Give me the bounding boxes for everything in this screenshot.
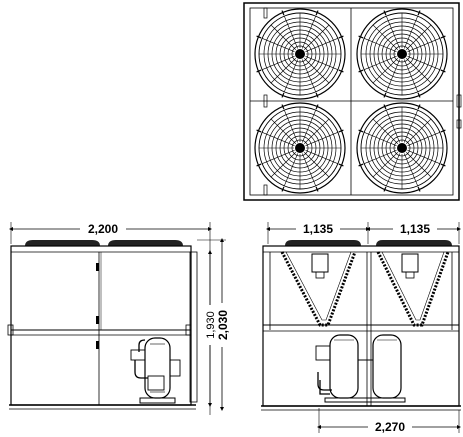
bracket xyxy=(263,184,268,196)
height-inner-label: 1,930 xyxy=(205,311,217,339)
side-view: 1,135 1,135 xyxy=(261,222,461,434)
lifting-lug xyxy=(7,324,14,336)
module-right-label: 1,135 xyxy=(400,222,430,236)
v-coils xyxy=(280,251,450,327)
top-view-frame xyxy=(243,2,460,201)
height-total-label: 2,030 xyxy=(216,310,230,340)
label-bg xyxy=(393,222,437,236)
module-left-label: 1,135 xyxy=(303,222,333,236)
lifting-lug xyxy=(185,324,192,336)
label-bg xyxy=(216,303,230,347)
side-total-label: 2,270 xyxy=(375,420,405,434)
fan-icon xyxy=(254,8,346,100)
fan-housing-left xyxy=(25,240,100,246)
top-view-inner-frame xyxy=(249,7,454,196)
fan-housing-left xyxy=(285,240,361,246)
compressors-side xyxy=(315,334,406,403)
label-bg xyxy=(204,305,216,345)
front-width-label: 2,200 xyxy=(88,222,118,236)
front-side-panel xyxy=(189,251,198,403)
label-bg xyxy=(80,222,126,236)
door-latch xyxy=(96,263,99,271)
bracket xyxy=(263,7,268,19)
top-view xyxy=(243,2,462,201)
label-bg xyxy=(368,420,412,434)
fan-housing-right xyxy=(376,240,452,246)
bracket xyxy=(456,119,462,129)
door-latch xyxy=(96,316,99,324)
fan-housing-right xyxy=(108,240,183,246)
front-view: 2,200 xyxy=(7,222,230,415)
compressor-front xyxy=(130,337,181,404)
side-body xyxy=(262,245,460,407)
fan-icon xyxy=(356,102,448,194)
fan-icon xyxy=(356,8,448,100)
bracket xyxy=(263,94,268,108)
fan-icon xyxy=(254,102,346,194)
bracket xyxy=(456,94,462,108)
door-latch xyxy=(96,341,99,349)
label-bg xyxy=(296,222,340,236)
